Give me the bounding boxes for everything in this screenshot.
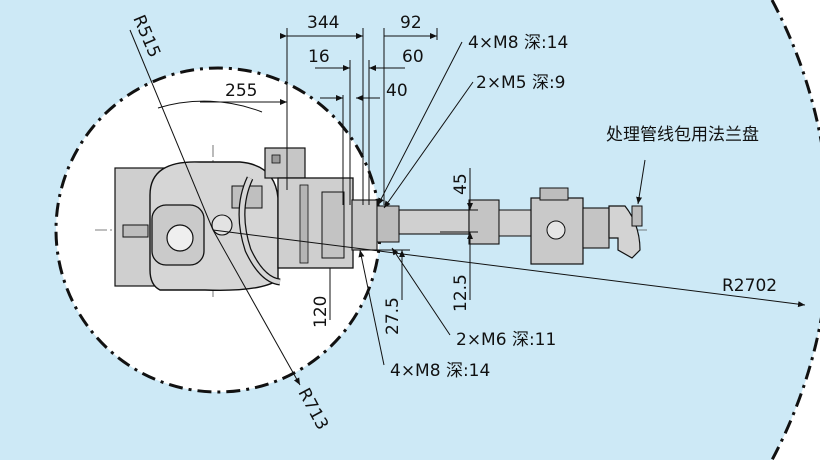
callout-m8-top: 4×M8 深:14 <box>468 33 568 53</box>
callout-leaders <box>358 41 646 366</box>
robot-arm <box>277 177 532 269</box>
callout-m6: 2×M6 深:11 <box>456 330 556 350</box>
r515-leader <box>129 29 214 231</box>
robot-wrist <box>530 187 643 265</box>
dim-12-5: 12.5 <box>451 274 471 312</box>
radius-r2702: R2702 <box>722 276 777 296</box>
dim-120: 120 <box>311 296 331 328</box>
callout-m5: 2×M5 深:9 <box>476 73 566 93</box>
r2702-leader <box>212 229 806 308</box>
callout-flange: 处理管线包用法兰盘 <box>606 125 759 145</box>
dim-60: 60 <box>402 47 424 67</box>
r713-leader <box>212 229 301 386</box>
callout-m8-bottom: 4×M8 深:14 <box>390 361 490 381</box>
dim-344: 344 <box>307 13 339 33</box>
dim-27-5: 27.5 <box>383 297 403 335</box>
dim-40: 40 <box>386 81 408 101</box>
top-dimension-lines <box>200 28 438 205</box>
right-dimension-lines <box>329 168 478 320</box>
dim-255: 255 <box>225 81 257 101</box>
dim-45: 45 <box>451 173 471 195</box>
r515-arc <box>157 100 263 113</box>
dim-16: 16 <box>308 47 330 67</box>
robot-base <box>114 147 306 291</box>
dim-92: 92 <box>400 13 422 33</box>
outer-workspace-boundary <box>770 0 820 461</box>
